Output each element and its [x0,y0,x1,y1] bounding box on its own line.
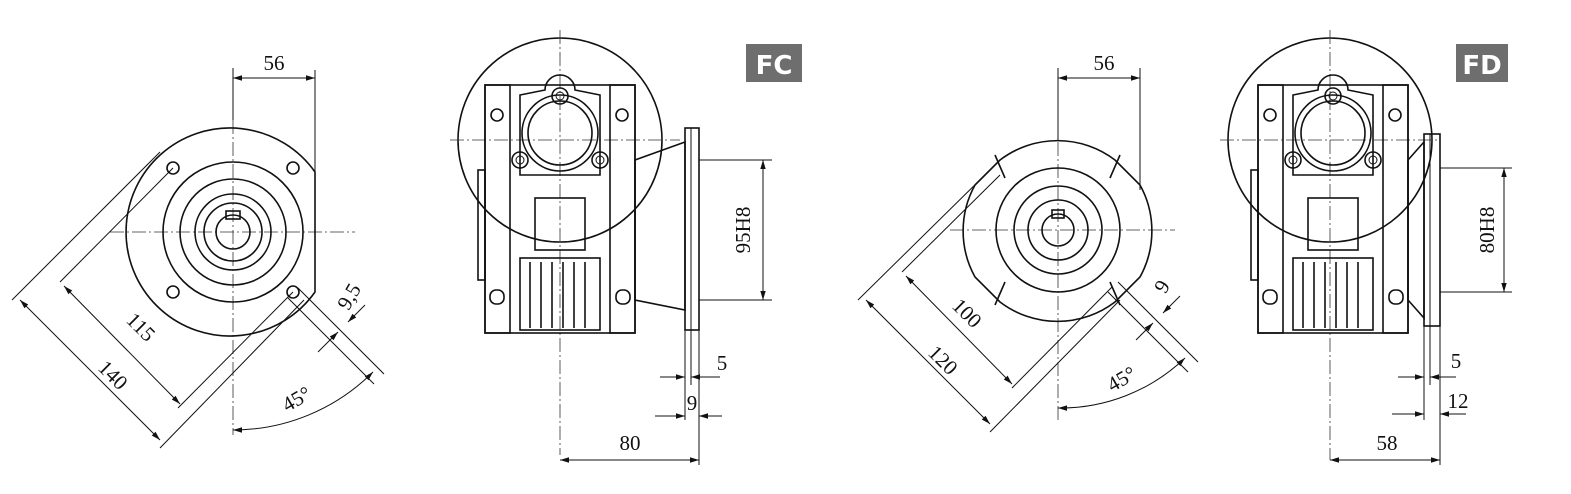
fd-flange-front-view: 56 120 100 9 45° [857,51,1199,433]
dim-hole: 9 [1149,276,1175,297]
keyway [225,210,241,220]
dim-thickness: 9 [687,391,698,415]
dim-length: 58 [1377,431,1398,455]
dim-offset: 56 [264,51,285,75]
cooling-fins [519,257,601,331]
dim-outer: 140 [93,355,132,394]
fc-flange-front-view: 56 140 115 9,5 45° [11,51,385,449]
fd-side-view: 80H8 5 12 58 FD [1220,30,1512,465]
keyway [1051,209,1065,219]
flange-outline [962,139,1153,323]
dim-offset: 56 [1094,51,1115,75]
dim-spigot: 5 [1451,349,1462,373]
flange-outline [125,127,316,337]
dim-pcd: 100 [947,293,986,332]
fc-side-view: 95H8 5 9 80 FC [450,30,802,465]
dim-pilot: 95H8 [731,207,755,254]
fc-badge [746,44,802,82]
dim-pilot: 80H8 [1475,207,1499,254]
dim-thickness: 12 [1448,389,1469,413]
dim-pcd: 115 [122,308,161,347]
dim-angle: 45° [1103,361,1140,396]
dim-length: 80 [620,431,641,455]
dim-angle: 45° [278,381,315,416]
fc-badge-label: FC [756,51,793,81]
dim-spigot: 5 [717,351,728,375]
cooling-fins [1292,257,1374,331]
fd-badge [1456,44,1508,82]
fd-badge-label: FD [1462,51,1501,81]
dim-outer: 120 [923,340,962,379]
